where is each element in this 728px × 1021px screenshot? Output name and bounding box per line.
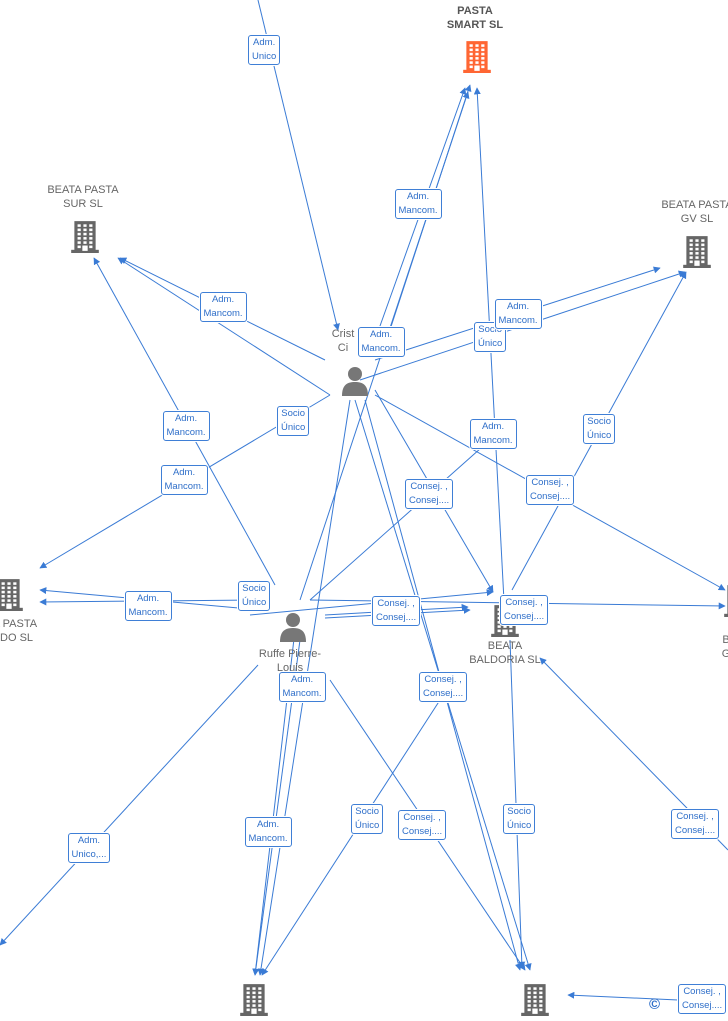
- edge-31: [0, 664, 259, 946]
- edge-label-5[interactable]: Socio Único: [277, 406, 310, 436]
- edge-label-21[interactable]: Socio Único: [351, 804, 384, 834]
- edge-label-22[interactable]: Consej. , Consej....: [398, 810, 447, 840]
- edge-6: [117, 257, 331, 396]
- node-label-pasta-smart[interactable]: PASTA SMART SL: [446, 5, 504, 31]
- edge-label-24[interactable]: Consej. , Consej....: [671, 809, 720, 839]
- edge-label-1[interactable]: Adm. Mancom.: [394, 189, 442, 219]
- edge-label-2[interactable]: Adm. Mancom.: [199, 292, 247, 322]
- building-icon[interactable]: [460, 39, 494, 78]
- edge-label-0[interactable]: Adm. Unico: [248, 35, 281, 65]
- edge-label-3[interactable]: Adm. Mancom.: [162, 411, 210, 441]
- edge-label-18[interactable]: Adm. Mancom.: [278, 672, 326, 702]
- building-icon[interactable]: [0, 577, 26, 616]
- edge-4: [473, 87, 506, 621]
- edge-label-14[interactable]: Adm. Mancom.: [469, 419, 517, 449]
- edge-label-9[interactable]: Adm. Mancom.: [357, 327, 405, 357]
- person-icon[interactable]: [279, 612, 307, 647]
- edge-label-10[interactable]: Adm. Mancom.: [124, 591, 172, 621]
- node-label-sur[interactable]: BEATA PASTA SUR SL: [47, 184, 119, 210]
- node-label-left-co[interactable]: A PASTA IDO SL: [0, 618, 38, 644]
- building-icon[interactable]: [68, 219, 102, 258]
- building-icon[interactable]: [237, 982, 271, 1021]
- node-label-baldoria[interactable]: BEATA BALDORIA SL: [469, 640, 541, 666]
- edge-label-19[interactable]: Adm. Unico,...: [67, 833, 111, 863]
- edge-label-12[interactable]: Consej. , Consej....: [405, 479, 454, 509]
- edge-label-20[interactable]: Adm. Mancom.: [244, 817, 292, 847]
- node-label-cristian[interactable]: Crist Ci: [331, 328, 355, 354]
- edge-label-16[interactable]: Consej. , Consej....: [526, 475, 575, 505]
- edge-26: [567, 991, 679, 1001]
- edge-20: [309, 439, 491, 601]
- edge-label-8[interactable]: Socio Único: [238, 581, 271, 611]
- edge-label-6[interactable]: Socio Único: [474, 322, 507, 352]
- edge-19: [249, 589, 494, 616]
- edge-label-7[interactable]: Adm. Mancom.: [494, 299, 542, 329]
- building-icon[interactable]: [680, 234, 714, 273]
- edge-label-17[interactable]: Consej. , Consej....: [419, 672, 468, 702]
- edge-label-4[interactable]: Adm. Mancom.: [160, 465, 208, 495]
- edge-label-11[interactable]: Consej. , Consej....: [372, 596, 421, 626]
- edge-label-25[interactable]: Consej. , Consej....: [678, 984, 727, 1014]
- node-label-right-co[interactable]: B G: [721, 634, 728, 660]
- edge-label-15[interactable]: Consej. , Consej....: [500, 595, 549, 625]
- edge-30: [261, 699, 441, 976]
- building-icon[interactable]: [721, 583, 728, 622]
- edge-label-13[interactable]: Socio Único: [583, 414, 616, 444]
- node-label-gv[interactable]: BEATA PASTA GV SL: [661, 199, 728, 225]
- copyright-mark: ©: [649, 996, 661, 1013]
- edge-label-23[interactable]: Socio Único: [503, 804, 536, 834]
- building-icon[interactable]: [518, 982, 552, 1021]
- person-icon[interactable]: [341, 366, 369, 401]
